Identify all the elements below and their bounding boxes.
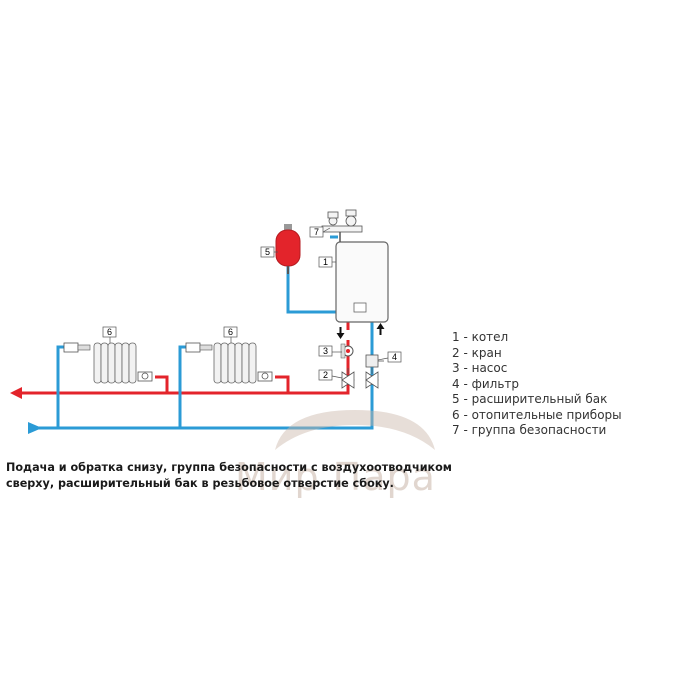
label-pump: 3 [318, 345, 333, 357]
legend-item: 2 - кран [452, 345, 502, 360]
radiator-right [185, 342, 273, 384]
svg-text:7: 7 [314, 227, 319, 237]
label-filter: 4 [387, 351, 402, 363]
boiler [335, 241, 389, 323]
svg-text:2: 2 [323, 370, 328, 380]
watermark-logo: Мир Пара [205, 405, 505, 515]
label-boiler: 1 [318, 256, 333, 268]
label-safety-group: 7 [309, 226, 324, 238]
svg-text:5: 5 [265, 247, 270, 257]
label-valve: 2 [318, 369, 333, 381]
legend: 1 - котел 2 - кран 3 - насос 4 - фильтр … [452, 330, 622, 439]
svg-text:1: 1 [323, 257, 328, 267]
cloud-logo-icon [275, 410, 435, 450]
svg-text:6: 6 [228, 327, 233, 337]
safety-group [321, 209, 363, 242]
svg-text:6: 6 [107, 327, 112, 337]
pump [340, 343, 354, 359]
supply-pipes [20, 322, 350, 395]
legend-item: 7 - группа безопасности [452, 423, 607, 437]
valve-supply [341, 368, 355, 389]
return-arrow-icon [28, 422, 42, 434]
flow-up-arrow-icon [376, 323, 385, 335]
radiator-left [63, 342, 153, 384]
flow-down-arrow-icon [336, 327, 345, 339]
label-radiator-right: 6 [223, 326, 238, 338]
label-tank: 5 [260, 246, 275, 258]
supply-arrow-icon [10, 387, 22, 399]
legend-item: 4 - фильтр [452, 376, 520, 391]
legend-item: 3 - насос [452, 361, 508, 375]
label-radiator-left: 6 [102, 326, 117, 338]
valve-return [365, 368, 379, 389]
filter [365, 354, 384, 368]
legend-item: 1 - котел [452, 330, 509, 344]
svg-text:4: 4 [392, 352, 397, 362]
svg-text:3: 3 [323, 346, 328, 356]
watermark-text: Мир Пара [235, 455, 436, 499]
caption: Подача и обратка снизу, группа безопасно… [6, 461, 452, 490]
legend-item: 5 - расширительный бак [452, 392, 608, 406]
legend-item: 6 - отопительные приборы [452, 407, 622, 422]
expansion-tank [275, 224, 301, 274]
